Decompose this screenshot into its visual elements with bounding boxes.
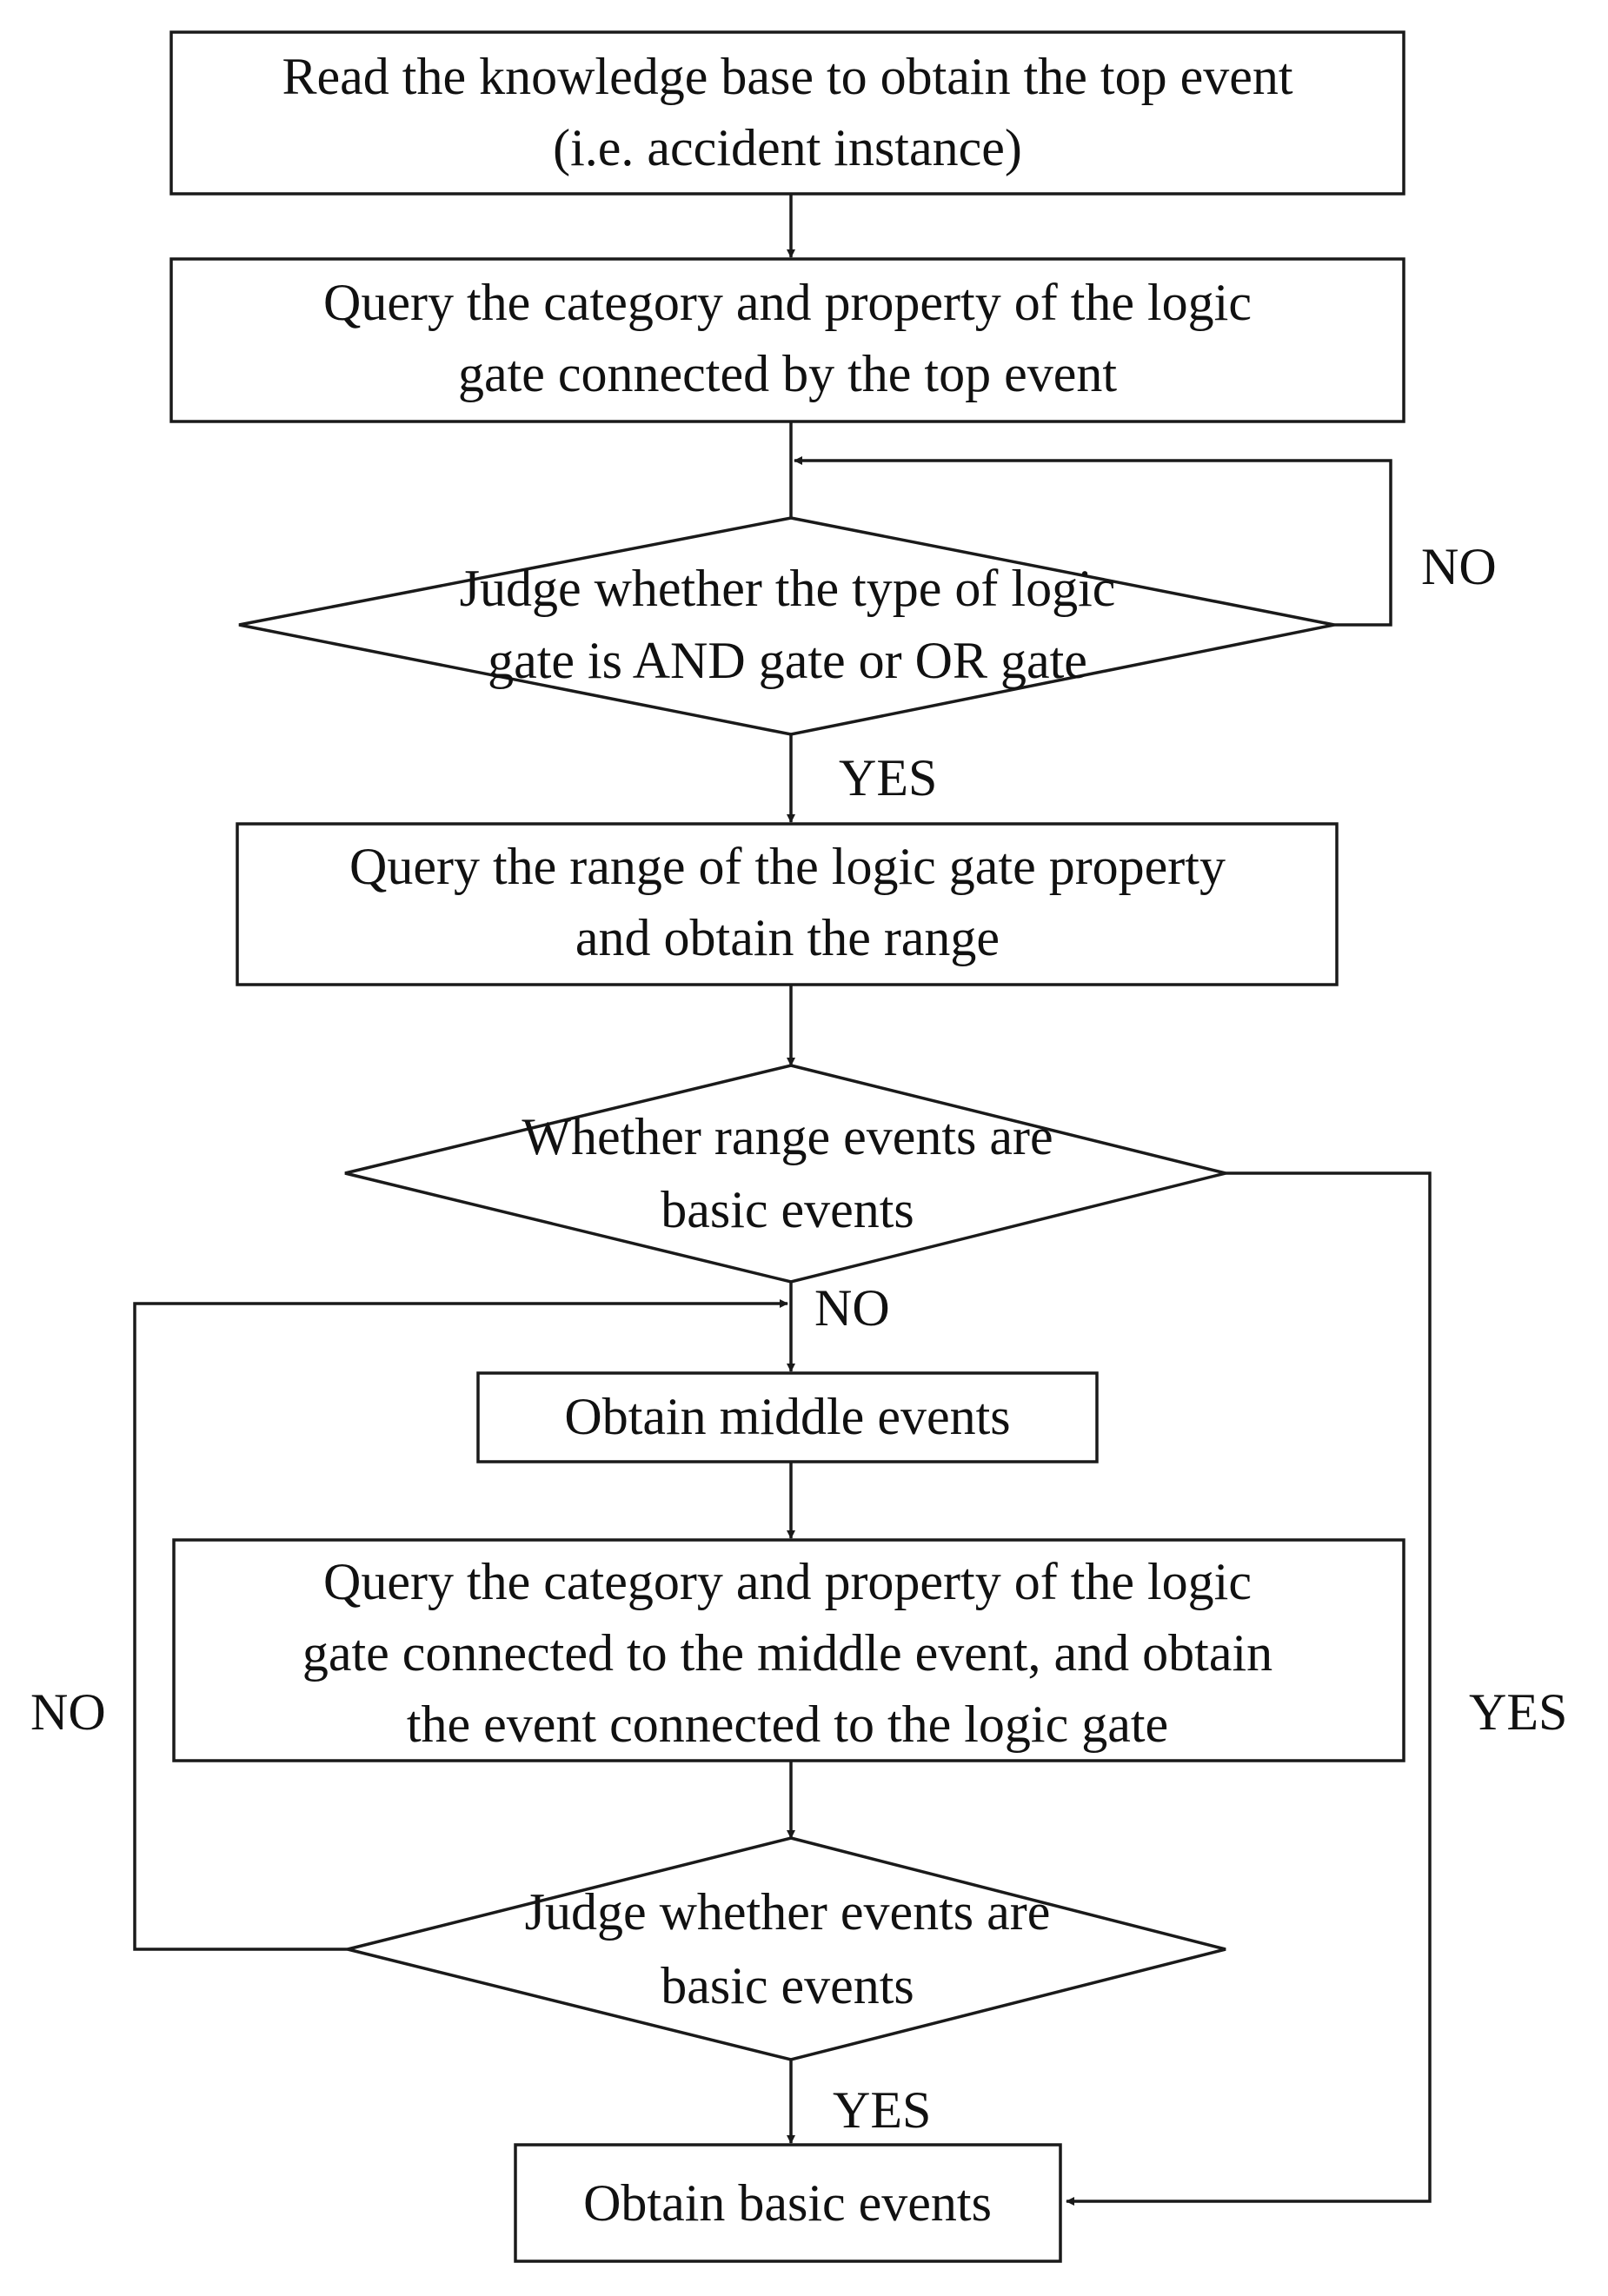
loop-no-label: NO [30,1683,106,1741]
edge-gate-no-loop [794,456,1392,627]
query-range-line2: and obtain the range [575,909,1000,966]
judge-basic-line2: basic events [661,1957,914,2014]
edge-range-yes [1066,1171,1432,2206]
query-middle-gate-line2: gate connected to the middle event, and … [302,1624,1272,1682]
judge-gate-type-line1: Judge whether the type of logic [460,560,1116,617]
range-basic-line1: Whether range events are [522,1108,1053,1165]
query-top-gate-line1: Query the category and property of the l… [323,274,1252,331]
obtain-basic-events-node: Obtain basic events [514,2143,1062,2263]
query-middle-gate-line1: Query the category and property of the l… [323,1553,1252,1610]
query-middle-gate-node: Query the category and property of the l… [172,1538,1405,1762]
judge-basic-decision: Judge whether events are basic events [347,1836,1226,2061]
edge-basic-no-loop [133,1299,788,1951]
basic-yes-label: YES [833,2081,931,2139]
query-top-gate-node: Query the category and property of the l… [169,257,1405,423]
obtain-basic-events-label: Obtain basic events [583,2174,992,2232]
edges [133,194,1432,2206]
range-no-label: NO [814,1279,890,1337]
read-knowledge-base-line2: (i.e. accident instance) [553,119,1022,176]
judge-gate-type-decision: Judge whether the type of logic gate is … [238,516,1335,736]
obtain-middle-events-node: Obtain middle events [476,1371,1099,1463]
range-basic-line2: basic events [661,1181,914,1238]
judge-gate-type-line2: gate is AND gate or OR gate [488,632,1087,689]
judge-basic-line1: Judge whether events are [525,1883,1051,1941]
read-knowledge-base-node: Read the knowledge base to obtain the to… [169,30,1405,196]
gate-yes-label: YES [839,749,937,806]
query-range-node: Query the range of the logic gate proper… [236,822,1339,986]
range-yes-label: YES [1469,1683,1567,1741]
read-knowledge-base-line1: Read the knowledge base to obtain the to… [282,48,1293,105]
query-top-gate-line2: gate connected by the top event [458,345,1117,402]
gate-no-label: NO [1421,538,1497,595]
query-middle-gate-line3: the event connected to the logic gate [407,1695,1168,1753]
query-range-line1: Query the range of the logic gate proper… [349,838,1226,895]
obtain-middle-events-label: Obtain middle events [564,1388,1010,1445]
range-basic-decision: Whether range events are basic events [344,1064,1226,1284]
